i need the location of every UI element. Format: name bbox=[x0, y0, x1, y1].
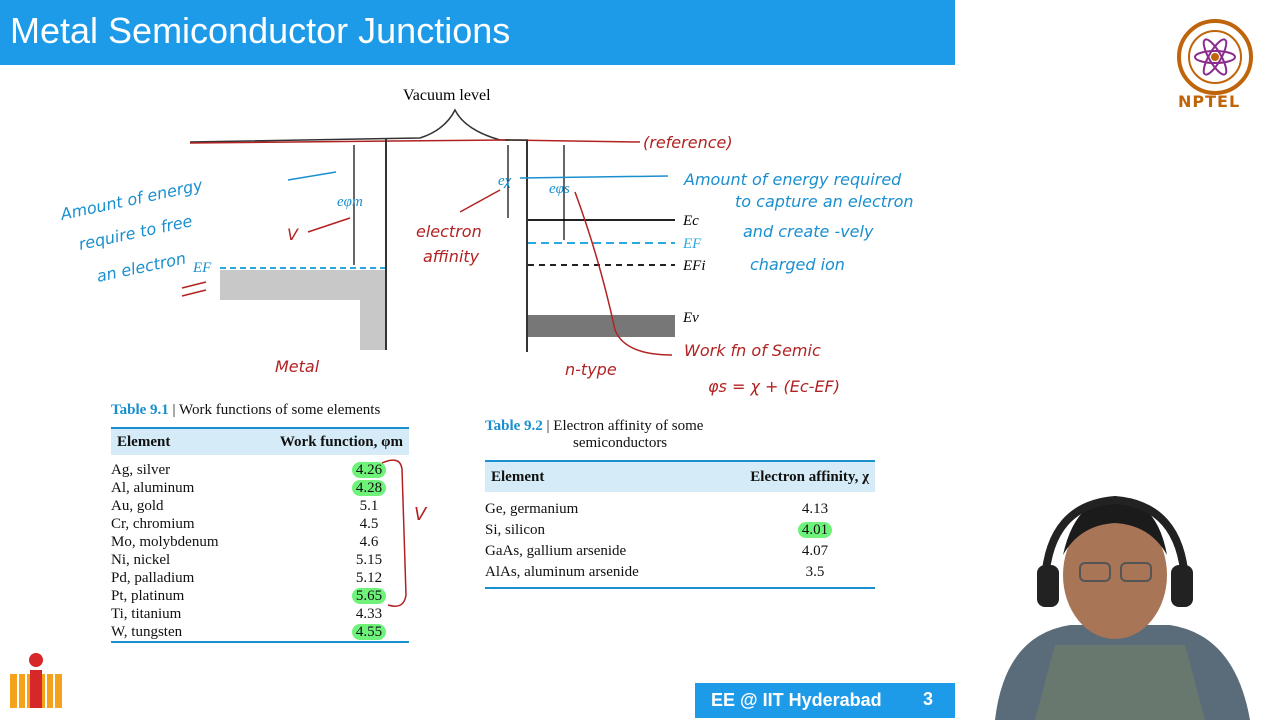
table1-header: Element Work function, φm bbox=[111, 427, 409, 455]
capture-annotation-3: and create -vely bbox=[743, 222, 874, 241]
phi-s-label: eφs bbox=[549, 181, 570, 197]
ev-band bbox=[528, 315, 675, 337]
slide-title: Metal Semiconductor Junctions bbox=[10, 10, 511, 51]
table1-col2: Work function, φm bbox=[279, 433, 403, 450]
page-number: 3 bbox=[922, 689, 933, 709]
table2-caption-2: semiconductors bbox=[573, 435, 668, 451]
band-diagram: Vacuum level eφm EF eχ eφs Ec EF EFi Ev … bbox=[58, 87, 914, 396]
v-arrow bbox=[307, 217, 351, 233]
ef-metal-label: EF bbox=[192, 260, 212, 276]
capture-annotation-2: to capture an electron bbox=[735, 192, 914, 211]
table2-col1: Element bbox=[491, 468, 545, 485]
table2-caption: Table 9.2 | Electron affinity of some bbox=[485, 418, 704, 434]
workfn-annotation: Work fn of Semic bbox=[684, 341, 821, 360]
v-bracket: V bbox=[381, 459, 428, 607]
ec-label: Ec bbox=[682, 213, 699, 229]
capture-annotation-1: Amount of energy required bbox=[683, 170, 902, 189]
footer-text: EE @ IIT Hyderabad bbox=[711, 690, 882, 710]
free-annotation-3: an electron bbox=[95, 248, 188, 285]
ev-label: Ev bbox=[682, 310, 699, 326]
table2-header: Element Electron affinity, χ bbox=[485, 460, 875, 492]
chi-label: eχ bbox=[498, 173, 512, 189]
v-bracket-label: V bbox=[414, 504, 428, 525]
v-annotation: V bbox=[287, 225, 299, 244]
reference-annotation: (reference) bbox=[643, 133, 733, 152]
table1-caption: Table 9.1 | Work functions of some eleme… bbox=[111, 402, 381, 418]
iith-logo-icon bbox=[10, 653, 62, 708]
affinity-annotation-2: affinity bbox=[423, 247, 480, 266]
efi-label: EFi bbox=[682, 258, 706, 274]
metal-wall bbox=[385, 138, 387, 350]
ntype-annotation: n-type bbox=[565, 360, 617, 379]
vacuum-level-line bbox=[189, 108, 510, 143]
table2-col2: Electron affinity, χ bbox=[750, 468, 869, 485]
nptel-logo-icon bbox=[1177, 19, 1253, 95]
metal-annotation: Metal bbox=[275, 357, 320, 376]
vacuum-level-label: Vacuum level bbox=[403, 87, 491, 104]
capture-arrow bbox=[519, 175, 669, 179]
affinity-annotation-1: electron bbox=[416, 222, 482, 241]
table1-col1: Element bbox=[117, 433, 171, 450]
logo-label: NPTEL bbox=[1178, 92, 1241, 111]
ef-underline bbox=[181, 281, 207, 297]
semi-wall bbox=[526, 140, 528, 352]
presenter-webcam bbox=[975, 485, 1265, 720]
formula-annotation: φs = χ + (Ec-EF) bbox=[708, 377, 840, 396]
capture-annotation-4: charged ion bbox=[750, 255, 845, 274]
metal-band-lower bbox=[360, 270, 385, 350]
phi-m-label: eφm bbox=[337, 194, 363, 210]
free-annotation-2: require to free bbox=[77, 211, 194, 254]
electron-affinity-table: Table 9.2 | Electron affinity of some se… bbox=[485, 418, 875, 589]
footer-bar: EE @ IIT Hyderabad 3 bbox=[695, 683, 955, 718]
affinity-arrow bbox=[459, 189, 501, 213]
title-bar: Metal Semiconductor Junctions bbox=[0, 0, 955, 65]
free-arrow bbox=[287, 171, 337, 181]
workfn-arrow bbox=[574, 191, 673, 356]
metal-band bbox=[220, 270, 385, 300]
ef-semi-label: EF bbox=[682, 236, 702, 252]
work-function-table: Table 9.1 | Work functions of some eleme… bbox=[111, 402, 409, 643]
